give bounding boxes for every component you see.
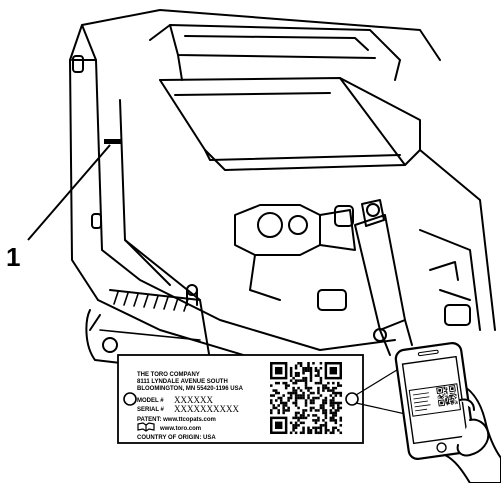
qr-code-icon (270, 362, 343, 435)
smartphone-icon (394, 342, 476, 460)
phone-home-button (436, 442, 447, 453)
callout-leader-line (27, 144, 111, 241)
plate-website: www.toro.com (159, 426, 201, 432)
plate-mount-hole-left (123, 392, 137, 406)
plate-serial-value: XXXXXXXXXX (174, 404, 239, 414)
plate-address-2: BLOOMINGTON, MN 55420-1196 USA (137, 386, 244, 392)
scan-beam-lower (355, 402, 411, 416)
plate-origin: COUNTRY OF ORIGIN: USA (137, 435, 216, 441)
callout-number: 1 (6, 242, 20, 272)
plate-serial-label: SERIAL # (137, 407, 165, 413)
plate-address-1: 8111 LYNDALE AVENUE SOUTH (137, 379, 228, 385)
plate-company: THE TORO COMPANY (137, 372, 200, 378)
plate-model-value: XXXXXX (174, 395, 213, 405)
machine-illustration (69, 9, 496, 371)
plate-mount-hole-right (345, 392, 359, 406)
plate-model-label: MODEL # (137, 398, 164, 404)
plate-location-marker (104, 139, 122, 144)
plate-patent: PATENT: www.ttcopats.com (137, 417, 216, 423)
phone-qr-code-icon (436, 385, 458, 407)
open-book-icon (137, 422, 155, 432)
serial-plate: THE TORO COMPANY 8111 LYNDALE AVENUE SOU… (117, 354, 364, 444)
thumb (456, 398, 490, 457)
